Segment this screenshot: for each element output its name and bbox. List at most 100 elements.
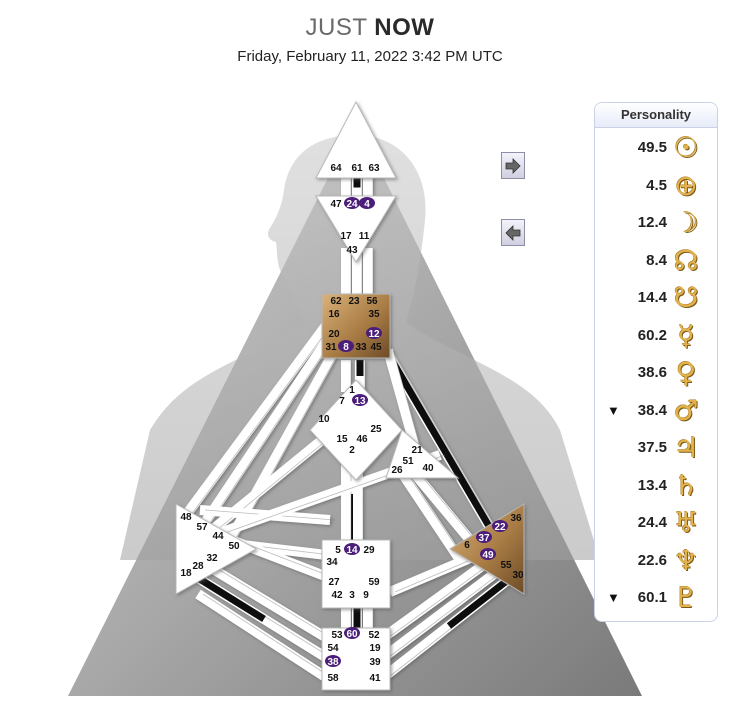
gate-number[interactable]: 7 [339, 396, 345, 407]
personality-row: ▼38.4♂ [595, 393, 717, 428]
ego-center[interactable] [385, 429, 460, 479]
gate-number[interactable]: 49 [482, 550, 494, 561]
throat-center[interactable] [321, 293, 391, 359]
gate-number[interactable]: 57 [196, 522, 208, 533]
gate-number[interactable]: 18 [180, 568, 192, 579]
gate-number[interactable]: 64 [330, 163, 342, 174]
personality-row: 8.4☊ [595, 245, 717, 278]
gate-number[interactable]: 46 [356, 434, 368, 445]
gate-number[interactable]: 38 [327, 657, 339, 668]
gate-number[interactable]: 63 [368, 163, 380, 174]
gate-number[interactable]: 27 [328, 577, 340, 588]
gate-number[interactable]: 52 [368, 630, 380, 641]
spleen-center[interactable] [175, 503, 258, 595]
gate-number[interactable]: 23 [348, 296, 360, 307]
gate-number[interactable]: 50 [228, 541, 240, 552]
mars-icon: ♂ [673, 393, 699, 427]
personality-row: 12.4☽ [595, 206, 717, 240]
personality-row: ▼60.1♇ [595, 583, 717, 615]
gate-number[interactable]: 15 [336, 434, 348, 445]
arrow-right-icon [505, 158, 521, 174]
gate-number[interactable]: 54 [327, 643, 339, 654]
head-center[interactable] [315, 100, 397, 179]
gate-number[interactable]: 26 [391, 465, 403, 476]
gate-line-value: 4.5 [646, 176, 667, 194]
gate-number[interactable]: 12 [368, 329, 380, 340]
gate-number[interactable]: 47 [330, 199, 342, 210]
gate-number[interactable]: 48 [180, 512, 192, 523]
gate-number[interactable]: 51 [402, 456, 414, 467]
personality-row: 13.4♄ [595, 468, 717, 503]
sun-icon: ☉ [673, 131, 699, 164]
channel-edge [404, 469, 466, 561]
saturn-icon: ♄ [673, 468, 699, 502]
page-title: JUST NOW [0, 14, 740, 42]
gate-number[interactable]: 53 [331, 630, 343, 641]
gate-number[interactable]: 6 [464, 540, 470, 551]
gate-line-value: 38.4 [637, 401, 667, 419]
gate-number[interactable]: 16 [328, 309, 340, 320]
gate-active-marker [338, 340, 354, 352]
gate-number[interactable]: 30 [512, 570, 524, 581]
gate-number[interactable]: 21 [411, 445, 423, 456]
gate-number[interactable]: 55 [500, 560, 512, 571]
previous-button[interactable] [501, 219, 525, 246]
gate-number[interactable]: 41 [369, 673, 381, 684]
gate-number[interactable]: 28 [192, 561, 204, 572]
gate-number[interactable]: 17 [340, 231, 352, 242]
gate-number[interactable]: 40 [422, 463, 434, 474]
gate-number[interactable]: 42 [331, 590, 343, 601]
personality-row: 60.2☿ [595, 320, 717, 353]
channel [195, 555, 333, 645]
gate-number[interactable]: 58 [327, 673, 339, 684]
gate-number[interactable]: 32 [206, 553, 218, 564]
gate-number[interactable]: 9 [363, 590, 369, 601]
gate-number[interactable]: 25 [370, 424, 382, 435]
gate-number[interactable]: 39 [369, 657, 381, 668]
uranus-icon: ♅ [673, 506, 699, 539]
personality-panel: Personality 49.5☉4.5⊕12.4☽8.4☊14.4☋60.2☿… [594, 102, 718, 622]
gate-number[interactable]: 13 [354, 396, 366, 407]
gate-number[interactable]: 36 [510, 513, 522, 524]
moon-icon: ☽ [673, 206, 699, 239]
personality-row: 38.6♀ [595, 358, 717, 390]
gate-number[interactable]: 1 [349, 385, 355, 396]
gate-number[interactable]: 37 [478, 533, 490, 544]
gate-number[interactable]: 35 [368, 309, 380, 320]
gate-number[interactable]: 4 [364, 199, 370, 210]
gate-number[interactable]: 59 [368, 577, 380, 588]
gate-number[interactable]: 62 [330, 296, 342, 307]
gate-number[interactable]: 8 [343, 342, 349, 353]
gate-number[interactable]: 14 [346, 545, 358, 556]
gate-number[interactable]: 3 [349, 590, 355, 601]
gate-number[interactable]: 10 [318, 414, 330, 425]
gate-number[interactable]: 22 [494, 522, 506, 533]
gate-number[interactable]: 60 [346, 629, 358, 640]
gate-number[interactable]: 11 [359, 231, 370, 242]
personality-row: 14.4 ☋ [595, 281, 717, 315]
channel-edge [394, 555, 481, 593]
gate-number[interactable]: 33 [355, 342, 367, 353]
ajna-center[interactable] [315, 195, 397, 263]
gate-number[interactable]: 61 [351, 163, 363, 174]
gate-number[interactable]: 29 [363, 545, 375, 556]
g-center[interactable] [309, 379, 403, 481]
gate-number[interactable]: 19 [369, 643, 381, 654]
gate-number[interactable]: 34 [326, 557, 338, 568]
gate-number[interactable]: 44 [212, 531, 224, 542]
title-bold: NOW [374, 14, 435, 41]
gate-number[interactable]: 45 [370, 342, 382, 353]
gate-number[interactable]: 5 [335, 545, 341, 556]
gate-number[interactable]: 20 [328, 329, 340, 340]
neptune-icon: ♆ [673, 543, 699, 577]
south-node-icon: ☋ [673, 281, 699, 314]
gate-number[interactable]: 31 [325, 342, 337, 353]
gate-number[interactable]: 2 [349, 445, 355, 456]
gate-active-marker [476, 531, 492, 543]
gate-line-value: 14.4 [637, 289, 667, 306]
gate-number[interactable]: 24 [346, 199, 358, 210]
next-button[interactable] [501, 152, 525, 179]
gate-number[interactable]: 43 [346, 245, 358, 256]
gate-number[interactable]: 56 [366, 296, 378, 307]
